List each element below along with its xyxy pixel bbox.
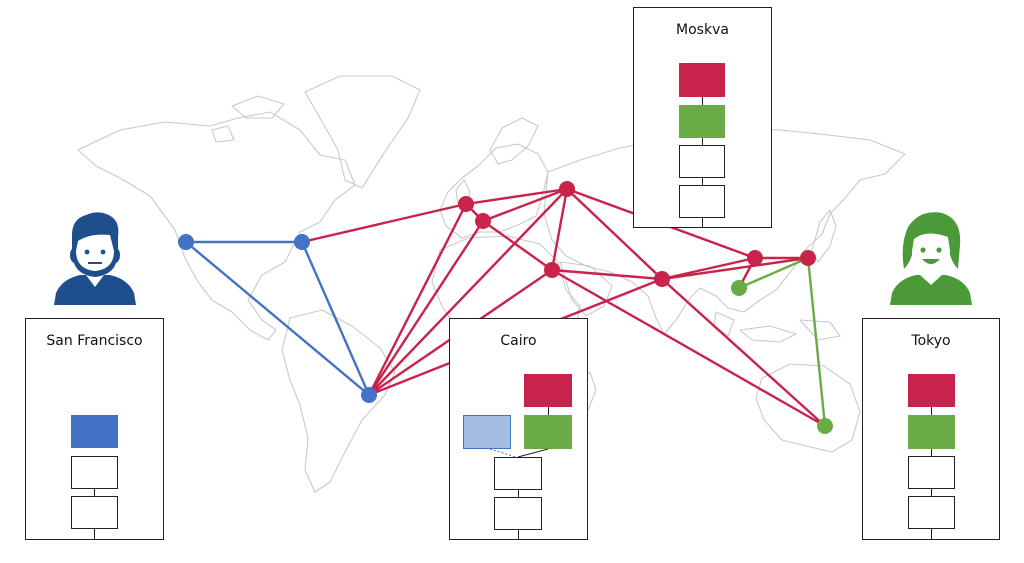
block-1: [679, 63, 725, 97]
chain-link: [931, 489, 932, 496]
greenland-outline: [304, 75, 421, 189]
link-paris-cairo: [482, 220, 553, 271]
link-moscow-mumbai: [566, 188, 663, 280]
south-america-outline: [281, 309, 396, 493]
node-mumbai: [654, 271, 670, 287]
node-beijing: [747, 250, 763, 266]
man-avatar-icon: [54, 212, 136, 305]
moskva-title: Moskva: [676, 22, 729, 38]
node-new-york: [294, 234, 310, 250]
moskva-panel: Moskva: [633, 7, 772, 228]
arctic-islands-outline: [211, 95, 285, 143]
node-san-francisco: [178, 234, 194, 250]
block-1: [524, 374, 572, 407]
chain-link: [702, 178, 703, 185]
chain-link: [931, 529, 932, 539]
node-cairo: [544, 262, 560, 278]
woman-avatar-icon: [890, 212, 972, 305]
block-1: [71, 415, 118, 448]
link-new-york-sao-paulo: [300, 241, 371, 396]
block-1: [908, 374, 955, 407]
block-4: [908, 496, 955, 529]
block-2: [524, 415, 572, 449]
chain-link: [702, 138, 703, 145]
link-moscow-cairo: [550, 188, 569, 271]
chain-link: [518, 490, 519, 497]
chain-link: [702, 97, 703, 105]
link-paris-sao-paulo: [367, 220, 485, 396]
pending-block: [463, 415, 511, 449]
san-francisco-title: San Francisco: [46, 333, 143, 349]
link-london-moscow: [465, 187, 568, 206]
europe-outline: [439, 143, 549, 239]
chain-link: [518, 530, 519, 539]
block-2: [679, 105, 725, 138]
chain-link: [931, 449, 932, 456]
link-mumbai-beijing: [661, 256, 756, 281]
link-london-sao-paulo: [367, 203, 468, 396]
node-sao-paulo: [361, 387, 377, 403]
tokyo-panel: Tokyo: [862, 318, 1000, 540]
link-moscow-sao-paulo: [368, 188, 568, 396]
link-new-york-london: [301, 202, 467, 244]
block-4: [679, 185, 725, 218]
link-tokyo-hong-kong: [738, 256, 809, 290]
chain-link: [94, 529, 95, 539]
node-moscow: [559, 181, 575, 197]
node-sydney: [817, 418, 833, 434]
node-tokyo: [800, 250, 816, 266]
link-tokyo-sydney: [806, 257, 827, 427]
tokyo-title: Tokyo: [911, 333, 951, 349]
chain-link: [931, 407, 932, 415]
link-mumbai-tokyo: [661, 256, 809, 281]
link-cairo-mumbai: [551, 268, 663, 281]
node-hong-kong: [731, 280, 747, 296]
block-4: [494, 497, 542, 530]
japan-outline: [811, 209, 837, 263]
block-3: [71, 496, 118, 529]
block-2: [908, 415, 955, 449]
chain-link: [94, 489, 95, 496]
node-london: [458, 196, 474, 212]
link-cairo-sydney: [551, 268, 826, 428]
cairo-panel: Cairo: [449, 318, 588, 540]
arabia-outline: [559, 261, 613, 317]
southeast-asia-islands-outline: [713, 311, 841, 343]
chain-link: [702, 218, 703, 227]
chain-link: [548, 407, 549, 415]
block-3: [908, 456, 955, 489]
block-3: [679, 145, 725, 178]
san-francisco-panel: San Francisco: [25, 318, 164, 540]
link-mumbai-sydney: [661, 278, 826, 427]
link-san-francisco-sao-paulo: [185, 241, 370, 396]
block-3: [494, 457, 542, 490]
block-2: [71, 456, 118, 489]
scandinavia-outline: [489, 117, 539, 165]
link-paris-moscow: [482, 187, 568, 223]
network-nodes: [178, 181, 833, 434]
cairo-title: Cairo: [500, 333, 537, 349]
node-paris: [475, 213, 491, 229]
